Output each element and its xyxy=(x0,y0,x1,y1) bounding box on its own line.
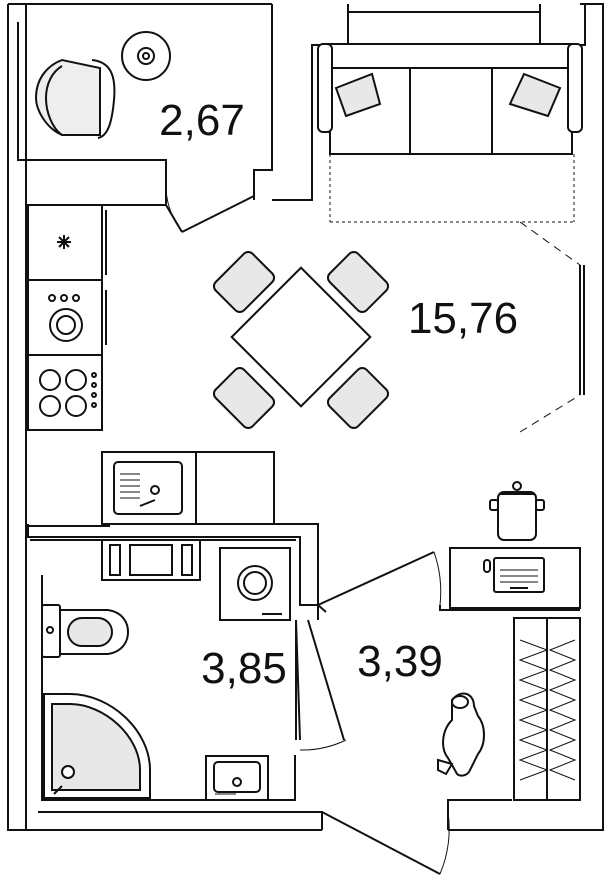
kitchen-sink-icon xyxy=(101,451,275,525)
hallway-area-label: 3,39 xyxy=(357,637,443,686)
chair-icon xyxy=(212,250,390,430)
cooking-pot-icon xyxy=(489,481,545,541)
balcony-area-label: 2,67 xyxy=(159,96,245,145)
cooktop-icon xyxy=(39,369,97,417)
bathroom-area-label: 3,85 xyxy=(201,644,287,693)
wardrobe-icon xyxy=(513,617,581,801)
fridge-icon xyxy=(57,210,107,275)
living-room-area-label: 15,76 xyxy=(408,294,518,343)
door-icon xyxy=(165,189,581,875)
laptop-icon xyxy=(493,557,545,593)
bathroom-sink-icon xyxy=(205,755,269,801)
bathroom-cabinet xyxy=(101,539,201,581)
dog-icon xyxy=(437,692,485,777)
side-table-icon xyxy=(121,31,171,81)
walls xyxy=(7,3,604,831)
stove-icon xyxy=(48,290,107,345)
shower-icon xyxy=(43,693,151,799)
armchair-icon xyxy=(34,58,116,139)
toilet-icon xyxy=(41,604,130,658)
sofa-icon xyxy=(317,43,583,223)
washing-machine-icon xyxy=(219,547,291,621)
dining-table-icon xyxy=(212,250,390,430)
desk-icon xyxy=(449,547,581,609)
kitchen-unit-icon xyxy=(27,204,107,431)
